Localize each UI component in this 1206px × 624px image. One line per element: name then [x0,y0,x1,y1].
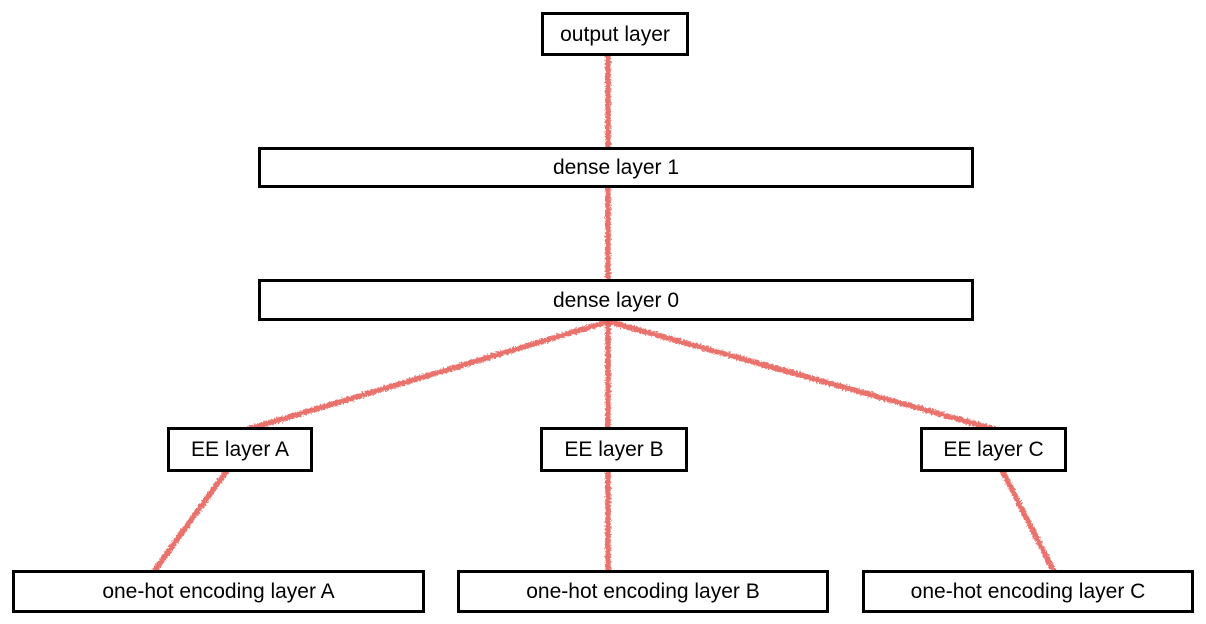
node-ee-layer-b: EE layer B [540,427,688,472]
node-dense-layer-0: dense layer 0 [258,279,974,321]
node-ee-layer-a-label: EE layer A [190,438,290,461]
node-output-layer-label: output layer [560,22,670,46]
edge-ee-c-onehot-c [1000,469,1056,573]
node-dense-layer-1: dense layer 1 [258,147,974,188]
edge-dense0-ee-c [607,319,997,432]
edge-dense0-ee-a [246,319,610,432]
node-onehot-encoding-layer-c: one-hot encoding layer C [862,570,1194,613]
node-onehot-encoding-layer-b-label: one-hot encoding layer B [526,580,760,603]
node-ee-layer-c: EE layer C [920,427,1067,472]
node-onehot-encoding-layer-b: one-hot encoding layer B [457,570,829,613]
edge-ee-a-onehot-a [152,469,229,573]
node-ee-layer-b-label: EE layer B [564,438,664,461]
node-ee-layer-a: EE layer A [167,427,313,472]
node-onehot-encoding-layer-c-label: one-hot encoding layer C [910,580,1146,603]
node-onehot-encoding-layer-a-label: one-hot encoding layer A [102,580,335,603]
node-dense-layer-1-label: dense layer 1 [552,156,680,179]
node-ee-layer-c-label: EE layer C [943,438,1044,461]
node-onehot-encoding-layer-a: one-hot encoding layer A [12,570,425,613]
node-output-layer: output layer [541,12,689,56]
node-dense-layer-0-label: dense layer 0 [552,288,680,312]
